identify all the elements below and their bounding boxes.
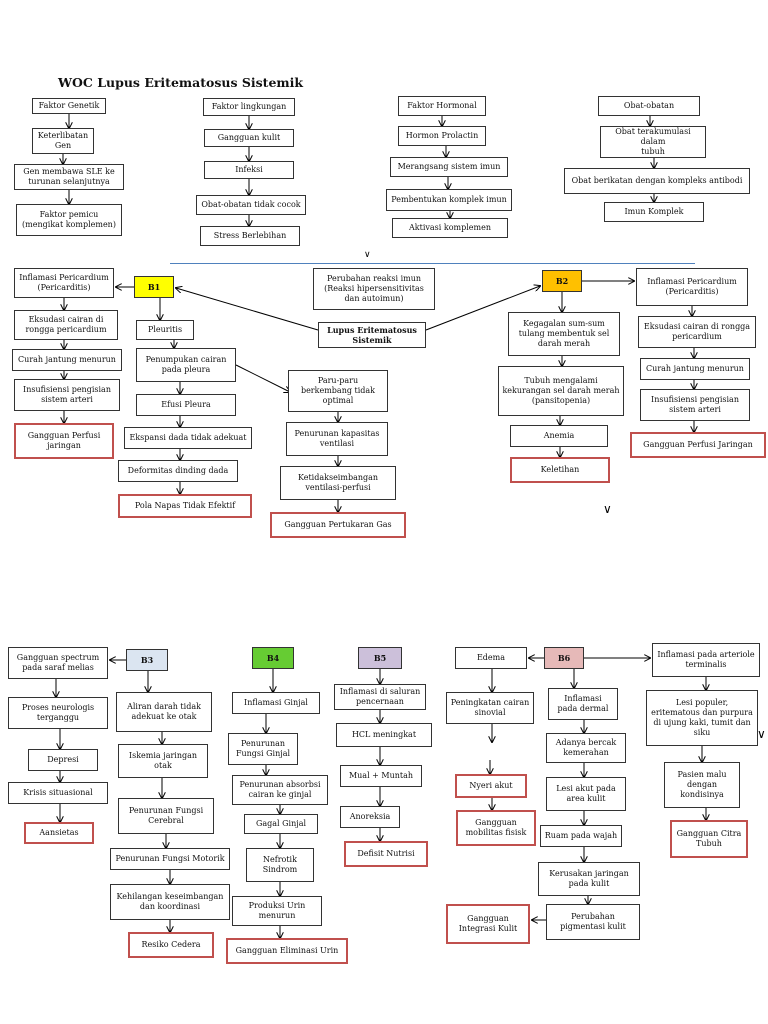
node-aliran-darah: Aliran darah tidak adekuat ke otak <box>116 692 212 732</box>
node-tubuh-kekurangan: Tubuh mengalami kekurangan sel darah mer… <box>498 366 624 416</box>
problem-pola-napas: Pola Napas Tidak Efektif <box>118 494 252 518</box>
diagram-title: WOC Lupus Eritematosus Sistemik <box>58 75 304 90</box>
node-penurunan-fungsi-ginjal: Penurunan Fungsi Ginjal <box>228 733 298 765</box>
stray-mark-1: ∨ <box>603 502 612 516</box>
node-depresi: Depresi <box>28 749 98 771</box>
connector-arrow-14 <box>176 288 319 331</box>
problem-keletihan: Keletihan <box>510 457 610 483</box>
node-gangguan-spectrum: Gangguan spectrum pada saraf melias <box>8 647 108 679</box>
node-pembentukan-komplek: Pembentukan komplek imun <box>386 189 512 211</box>
problem-resiko-cedera: Resiko Cedera <box>128 932 214 958</box>
node-curah-jantung-right: Curah jantung menurun <box>640 358 750 380</box>
node-pleuritis: Pleuritis <box>136 320 194 340</box>
node-iskemia: Iskemia jaringan otak <box>118 744 208 778</box>
node-deformitas-dada: Deformitas dinding dada <box>118 460 238 482</box>
node-kegagalan-sumsum: Kegagalan sum-sum tulang membentuk sel d… <box>508 312 620 356</box>
problem-gangguan-pertukaran: Gangguan Pertukaran Gas <box>270 512 406 538</box>
problem-gangguan-mobilitas: Gangguan mobilitas fisisk <box>456 810 536 846</box>
node-hormon-prolactin: Hormon Prolactin <box>398 126 486 146</box>
badge-b6: B6 <box>544 647 584 669</box>
node-faktor-lingkungan: Faktor lingkungan <box>203 98 295 116</box>
node-aktivasi-komplemen: Aktivasi komplemen <box>392 218 508 238</box>
node-anemia: Anemia <box>510 425 608 447</box>
node-insufisiensi-right: Insufisiensi pengisian sistem arteri <box>640 389 750 421</box>
problem-gangguan-perfusi-left: Gangguan Perfusi jaringan <box>14 423 114 459</box>
node-inflamasi-pericardium-left: Inflamasi Pericardium (Pericarditis) <box>14 268 114 298</box>
node-penurunan-absorbsi: Penurunan absorbsi cairan ke ginjal <box>232 775 328 805</box>
node-ekspansi-dada: Ekspansi dada tidak adekuat <box>124 427 252 449</box>
node-proses-neurologis: Proses neurologis terganggu <box>8 697 108 729</box>
node-mual: Mual + Muntah <box>340 765 422 787</box>
node-nefrotik: Nefrotik Sindrom <box>246 848 314 882</box>
node-obat-tidak-cocok: Obat-obatan tidak cocok <box>196 195 306 215</box>
node-eksudasi-right: Eksudasi cairan di rongga pericardium <box>638 316 756 348</box>
node-lesi-akut: Lesi akut pada area kulit <box>546 777 626 811</box>
problem-gangguan-eliminasi: Gangguan Eliminasi Urin <box>226 938 348 964</box>
node-peningkatan-cairan: Peningkatan cairan sinovial <box>446 692 534 724</box>
badge-b2: B2 <box>542 270 582 292</box>
node-penurunan-fungsi-motorik: Penurunan Fungsi Motorik <box>110 848 230 870</box>
node-produksi-urin: Produksi Urin menurun <box>232 896 322 926</box>
node-faktor-hormonal: Faktor Hormonal <box>398 96 486 116</box>
node-inflamasi-ginjal: Inflamasi Ginjal <box>232 692 320 714</box>
node-bercak-kemerahan: Adanya bercak kemerahan <box>546 733 626 763</box>
badge-b5: B5 <box>358 647 402 669</box>
connector-arrow-28 <box>235 364 290 392</box>
node-obat-berikatan: Obat berikatan dengan kompleks antibodi <box>564 168 750 194</box>
node-penumpukan-cairan: Penumpukan cairan pada pleura <box>136 348 236 382</box>
node-curah-jantung-left: Curah jantung menurun <box>12 349 122 371</box>
problem-nyeri-akut: Nyeri akut <box>455 774 527 798</box>
problem-gangguan-perfusi-right: Gangguan Perfusi Jaringan <box>630 432 766 458</box>
node-eksudasi-left: Eksudasi cairan di rongga pericardium <box>14 310 118 340</box>
node-inflamasi-saluran: Inflamasi di saluran pencernaan <box>334 684 426 710</box>
node-anoreksia: Anoreksia <box>340 806 400 828</box>
problem-ansietas: Aansietas <box>24 822 94 844</box>
node-pasien-malu: Pasien malu dengan kondisinya <box>664 762 740 808</box>
node-keterlibatan-gen: Keterlibatan Gen <box>32 128 94 154</box>
node-infeksi: Infeksi <box>204 161 294 179</box>
node-stress-berlebihan: Stress Berlebihan <box>200 226 300 246</box>
node-krisis-situasional: Krisis situasional <box>8 782 108 804</box>
node-faktor-pemicu: Faktor pemicu (mengikat komplemen) <box>16 204 122 236</box>
node-penurunan-fungsi-serebral: Penurunan Fungsi Cerebral <box>118 798 214 834</box>
node-gagal-ginjal: Gagal Ginjal <box>244 814 318 834</box>
node-obat-terakumulasi: Obat terakumulasi dalam tubuh <box>600 126 706 158</box>
node-ruam-wajah: Ruam pada wajah <box>540 825 622 847</box>
node-gen-membawa-sle: Gen membawa SLE ke turunan selanjutnya <box>14 164 124 190</box>
node-kerusakan-jaringan: Kerusakan jaringan pada kulit <box>538 862 640 896</box>
node-inflamasi-arteriole: Inflamasi pada arteriole terminalis <box>652 643 760 677</box>
stray-mark-3: ∨ <box>364 250 371 260</box>
badge-b3: B3 <box>126 649 168 671</box>
node-penurunan-ventilasi: Penurunan kapasitas ventilasi <box>286 422 388 456</box>
node-perubahan-pigmentasi: Perubahan pigmentasi kulit <box>546 904 640 940</box>
divider-line <box>170 263 695 264</box>
node-efusi-pleura: Efusi Pleura <box>136 394 236 416</box>
badge-b1: B1 <box>134 276 174 298</box>
node-obat-obatan: Obat-obatan <box>598 96 700 116</box>
node-gangguan-kulit: Gangguan kulit <box>204 129 294 147</box>
node-ketidakseimbangan: Ketidakseimbangan ventilasi-perfusi <box>280 466 396 500</box>
node-lesi-populer: Lesi populer, eritematous dan purpura di… <box>646 690 758 746</box>
node-insufisiensi-left: Insufisiensi pengisian sistem arteri <box>14 379 120 411</box>
node-inflamasi-dermal: Inflamasi pada dermal <box>548 688 618 720</box>
badge-b4: B4 <box>252 647 294 669</box>
problem-gangguan-integrasi: Gangguan Integrasi Kulit <box>446 904 530 944</box>
node-lupus: Lupus Eritematosus Sistemik <box>318 322 426 348</box>
node-faktor-genetik: Faktor Genetik <box>32 98 106 114</box>
node-inflamasi-pericardium-right: Inflamasi Pericardium (Pericarditis) <box>636 268 748 306</box>
stray-mark-2: ∨ <box>757 727 766 741</box>
problem-defisit-nutrisi: Defisit Nutrisi <box>344 841 428 867</box>
node-kehilangan-keseimbangan: Kehilangan keseimbangan dan koordinasi <box>110 884 230 920</box>
connector-arrow-15 <box>425 286 540 331</box>
problem-gangguan-citra: Gangguan Citra Tubuh <box>670 820 748 858</box>
node-hcl: HCL meningkat <box>336 723 432 747</box>
node-edema: Edema <box>455 647 527 669</box>
node-perubahan-reaksi-imun: Perubahan reaksi imun (Reaksi hipersensi… <box>313 268 435 310</box>
node-paru-paru: Paru-paru berkembang tidak optimal <box>288 370 388 412</box>
node-merangsang-imun: Merangsang sistem imun <box>390 157 508 177</box>
node-imun-komplek: Imun Komplek <box>604 202 704 222</box>
